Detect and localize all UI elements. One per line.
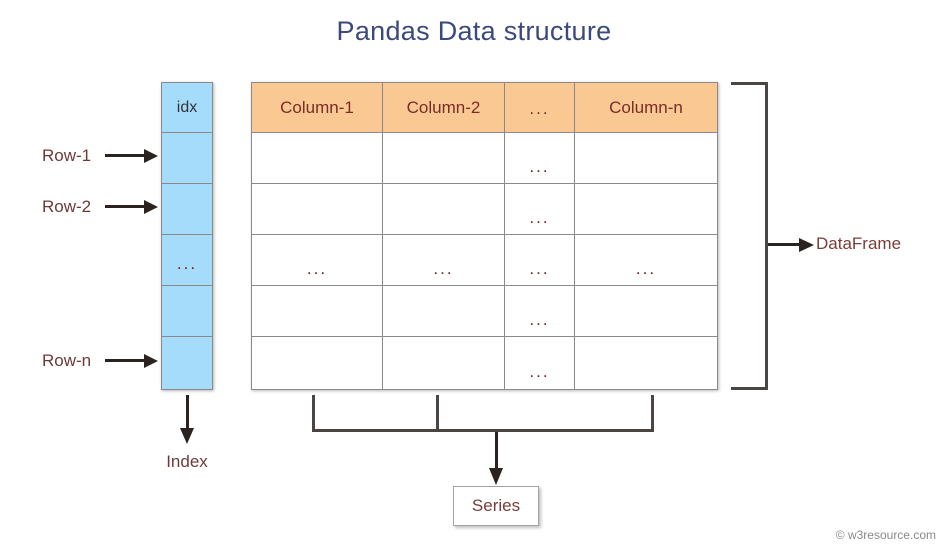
dataframe-arrow-icon — [768, 237, 814, 252]
index-cell-4 — [161, 285, 213, 337]
dataframe-label: DataFrame — [816, 234, 902, 253]
dataframe-bracket-top — [731, 82, 768, 85]
series-bracket-tick-middle — [436, 395, 439, 432]
table-row — [382, 183, 505, 235]
table-header-column-1: Column-1 — [251, 82, 383, 133]
row-label-n: Row-n — [42, 351, 92, 370]
index-cell-1 — [161, 132, 213, 184]
table-row: ... — [251, 234, 383, 286]
cell-text: ... — [529, 156, 550, 176]
cell-text: ... — [529, 207, 550, 227]
series-bracket-tick-left — [312, 395, 315, 432]
index-header-cell: idx — [161, 82, 213, 133]
table-header-ellipsis: ... — [504, 82, 575, 133]
cell-text: ... — [433, 258, 454, 278]
cell-text: ... — [306, 258, 328, 278]
table-header-column-n: Column-n — [574, 82, 718, 133]
row-1-arrow-icon — [105, 148, 158, 163]
table-row: ... — [504, 234, 575, 286]
ellipsis-text: ... — [529, 99, 550, 118]
table-row — [251, 336, 383, 390]
series-bracket-tick-right — [651, 395, 654, 432]
row-label-2: Row-2 — [42, 197, 92, 216]
table-row — [251, 132, 383, 184]
cell-text: ... — [635, 258, 657, 278]
index-caption: Index — [166, 452, 208, 471]
table-row: ... — [504, 132, 575, 184]
series-bracket-bar — [312, 429, 654, 432]
cell-text: ... — [529, 258, 550, 278]
series-box: Series — [453, 486, 539, 526]
table-row — [382, 132, 505, 184]
table-row — [382, 336, 505, 390]
table-row: ... — [504, 285, 575, 337]
table-row: ... — [382, 234, 505, 286]
table-row: ... — [574, 234, 718, 286]
dataframe-bracket-bottom — [731, 387, 768, 390]
index-down-arrow-icon — [180, 395, 194, 444]
series-bracket — [312, 395, 654, 432]
table-row: ... — [504, 336, 575, 390]
table-row — [574, 183, 718, 235]
series-arrow-icon — [489, 432, 503, 485]
row-2-arrow-icon — [105, 199, 158, 214]
row-n-arrow-icon — [105, 353, 158, 368]
table-row — [251, 285, 383, 337]
index-cell-5 — [161, 336, 213, 390]
row-label-1: Row-1 — [42, 146, 92, 165]
cell-text: ... — [529, 361, 550, 381]
table-row — [382, 285, 505, 337]
cell-text: ... — [529, 309, 550, 329]
page-title: Pandas Data structure — [336, 16, 612, 46]
table-row: ... — [504, 183, 575, 235]
index-column: idx ... — [161, 82, 213, 390]
dataframe-bracket-spine — [765, 82, 768, 390]
dataframe-table: Column-1 Column-2 ... Column-n ... ... .… — [251, 82, 718, 390]
table-row — [574, 336, 718, 390]
dataframe-bracket — [731, 82, 768, 390]
footer-credit: © w3resource.com — [835, 528, 936, 542]
index-cell-ellipsis: ... — [161, 234, 213, 286]
table-row — [574, 285, 718, 337]
table-row — [251, 183, 383, 235]
index-cell-2 — [161, 183, 213, 235]
table-header-column-2: Column-2 — [382, 82, 505, 133]
table-row — [574, 132, 718, 184]
